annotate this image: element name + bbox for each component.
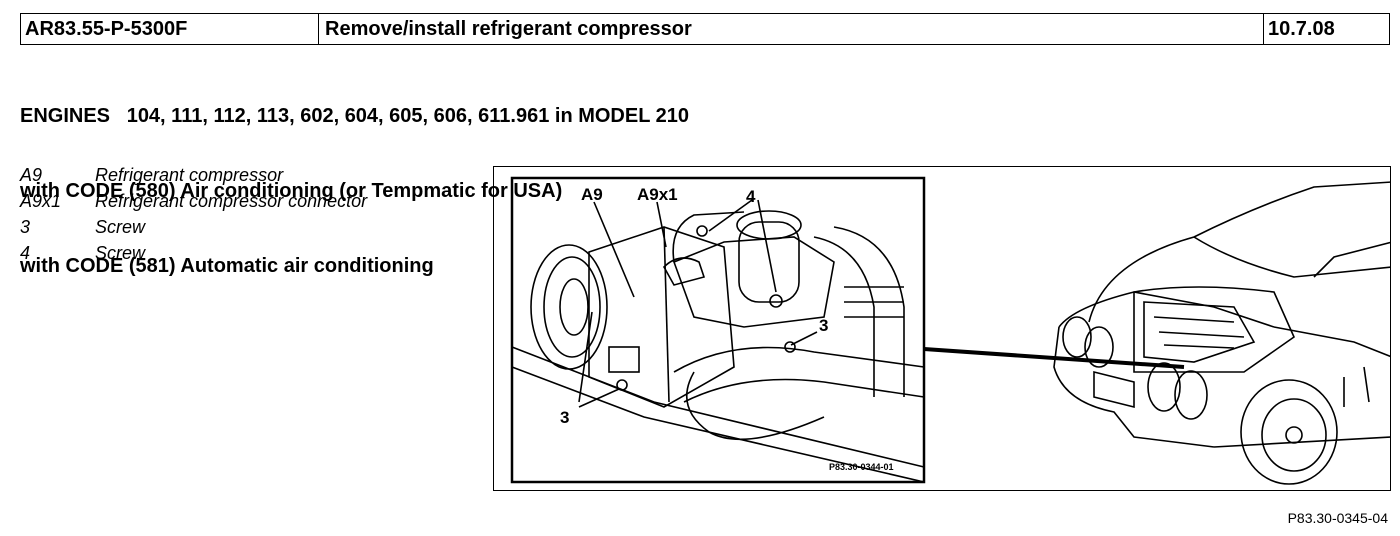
document-date: 10.7.08	[1268, 17, 1335, 40]
document-title: Remove/install refrigerant compressor	[319, 14, 1264, 44]
legend-item: A9 Refrigerant compressor	[20, 162, 367, 188]
callout-screw-3-right: 3	[819, 316, 828, 335]
legend-text: Refrigerant compressor	[95, 165, 284, 185]
applicability-block: ENGINES 104, 111, 112, 113, 602, 604, 60…	[20, 54, 689, 304]
callout-a9x1: A9x1	[637, 185, 678, 204]
inset-reference: P83.30-0344-01	[829, 462, 894, 472]
legend-item: 3 Screw	[20, 214, 367, 240]
compressor-illustration: A9 A9x1 4 3 3 P83.30-0344-01	[493, 166, 1391, 491]
illustration-drawing: A9 A9x1 4 3 3 P83.30-0344-01	[510, 176, 1390, 485]
document-number: AR83.55-P-5300F	[21, 14, 319, 44]
legend-item: A9x1 Refrigerant compressor connector	[20, 188, 367, 214]
legend-list: A9 Refrigerant compressor A9x1 Refrigera…	[20, 162, 367, 266]
legend-item: 4 Screw	[20, 240, 367, 266]
legend-text: Refrigerant compressor connector	[95, 191, 368, 211]
code-581-line: with CODE (581) Automatic air conditioni…	[20, 255, 434, 277]
engines-line: ENGINES 104, 111, 112, 113, 602, 604, 60…	[20, 105, 689, 127]
figure-reference: P83.30-0345-04	[1287, 510, 1388, 526]
legend-code: 3	[20, 217, 31, 237]
code-580-line: with CODE (580) Air conditioning (or Tem…	[20, 180, 563, 202]
callout-screw-3-left: 3	[560, 408, 569, 427]
legend-code: 4	[20, 243, 31, 263]
legend-text: Screw	[95, 243, 146, 263]
document-header-table: AR83.55-P-5300F Remove/install refrigera…	[20, 13, 1390, 45]
legend-text: Screw	[95, 217, 146, 237]
callout-a9: A9	[581, 185, 603, 204]
callout-screw-4: 4	[746, 187, 756, 206]
legend-code: A9	[20, 165, 43, 185]
legend-code: A9x1	[20, 191, 62, 211]
